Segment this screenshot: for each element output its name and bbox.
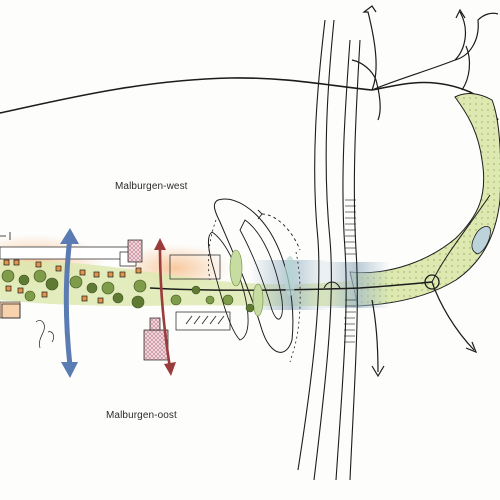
pond xyxy=(471,226,491,255)
pink-block-south xyxy=(143,329,169,361)
route-to-north-east xyxy=(431,194,491,283)
loop-inner xyxy=(239,219,283,320)
south-route-2 xyxy=(431,281,475,351)
dashed-arrow-head xyxy=(257,209,263,220)
loop-large xyxy=(213,198,294,353)
north-route-b xyxy=(371,11,467,91)
dashed-curve-2 xyxy=(208,219,217,281)
bridge-symbol xyxy=(323,281,341,289)
red-double-arrow-icon xyxy=(154,238,176,376)
south-route-1-head xyxy=(371,365,385,378)
main-axis-line xyxy=(149,281,433,292)
parking-marks xyxy=(185,315,225,325)
south-route-1 xyxy=(371,299,379,373)
dike-line-4 xyxy=(349,39,361,481)
northern-road-line xyxy=(0,77,499,121)
pink-block-north xyxy=(127,239,143,263)
north-route-b-head xyxy=(455,8,466,19)
north-route-a xyxy=(362,5,377,91)
pink-block-south-2 xyxy=(149,317,161,331)
north-route-c xyxy=(454,12,499,61)
blue-double-arrow-icon xyxy=(60,228,79,378)
east-park-arc xyxy=(349,93,500,307)
dike-line-1 xyxy=(297,19,326,471)
corner-marks xyxy=(0,232,11,240)
site-figures xyxy=(1,303,54,349)
dashed-arrow xyxy=(261,213,301,251)
district-label-west: Malburgen-west xyxy=(115,181,188,192)
dike-line-2 xyxy=(313,19,335,481)
south-route-2-head xyxy=(465,341,478,354)
dike-line-3 xyxy=(335,39,351,481)
north-route-e xyxy=(351,59,381,121)
loop-greenery xyxy=(229,249,296,317)
dike-hatch xyxy=(344,199,356,343)
north-route-d xyxy=(461,45,471,91)
district-label-east: Malburgen-oost xyxy=(106,410,177,421)
tree-clusters xyxy=(1,269,255,313)
